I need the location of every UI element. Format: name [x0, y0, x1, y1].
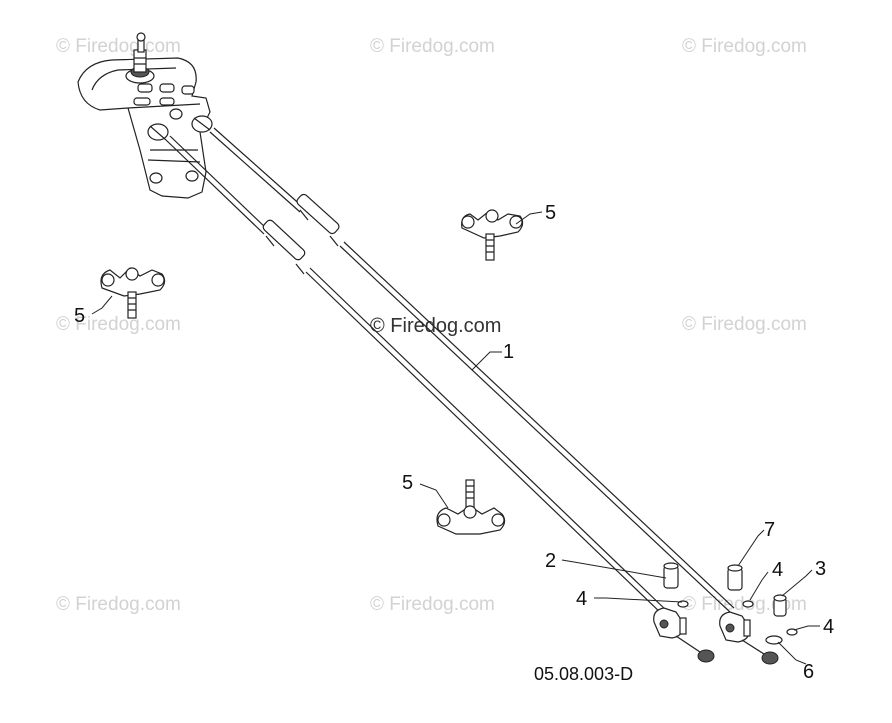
callout-2: 2	[545, 550, 556, 572]
callout-3: 3	[815, 558, 826, 580]
callouts: 1 2 3 4 4 4 5 5 5 6 7	[74, 202, 834, 683]
callout-1: 1	[503, 341, 514, 363]
cable-clip-right	[461, 209, 524, 261]
callout-4-far-right: 4	[823, 616, 834, 638]
cable-clip-bottom	[436, 479, 506, 535]
watermark-top-left: © Firedog.com	[56, 36, 181, 57]
watermark-top-right: © Firedog.com	[682, 36, 807, 57]
watermark-mid-right: © Firedog.com	[682, 314, 807, 335]
right-cable-end	[719, 564, 798, 665]
watermark-mid-center: © Firedog.com	[370, 315, 501, 337]
watermark-bottom-left: © Firedog.com	[56, 594, 181, 615]
callout-6: 6	[803, 661, 814, 683]
diagram-code: 05.08.003-D	[534, 664, 633, 684]
callout-4-right: 4	[772, 559, 783, 581]
left-cable-end	[653, 562, 715, 663]
leader-lines	[91, 211, 820, 665]
watermark-mid-left: © Firedog.com	[56, 314, 181, 335]
callout-5-left: 5	[74, 305, 85, 327]
watermark-bottom-center: © Firedog.com	[370, 594, 495, 615]
cable-clip-left	[100, 267, 166, 319]
callout-5-bottom: 5	[402, 472, 413, 494]
control-bracket-assembly	[77, 32, 213, 199]
callout-5-right: 5	[545, 202, 556, 224]
cable-pair	[165, 127, 735, 617]
callout-7: 7	[764, 519, 775, 541]
callout-4-left: 4	[576, 588, 587, 610]
watermark-top-center: © Firedog.com	[370, 36, 495, 57]
